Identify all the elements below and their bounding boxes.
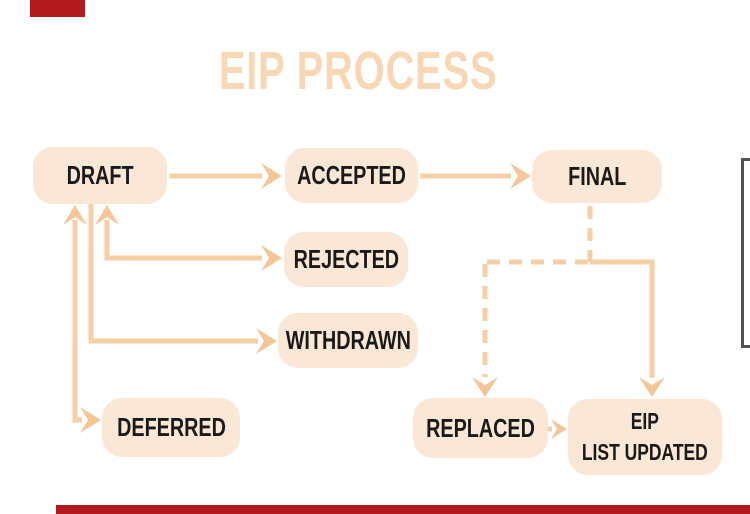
node-final: FINAL bbox=[532, 150, 662, 203]
node-final-label: FINAL bbox=[567, 161, 627, 191]
video-progress-bar[interactable] bbox=[56, 505, 750, 514]
arrowhead-down-into-replaced bbox=[472, 377, 498, 397]
node-accepted: ACCEPTED bbox=[285, 148, 418, 203]
arrowhead-down-into-eiplist bbox=[639, 377, 665, 397]
arrowhead-up-into-draft-from-deferred bbox=[63, 205, 87, 225]
node-deferred-label: DEFERRED bbox=[116, 412, 226, 442]
edge-final-eiplist bbox=[590, 259, 655, 378]
page-title-text: EIP PROCESS bbox=[218, 41, 498, 101]
edge-draft-deferred bbox=[72, 220, 82, 423]
arrowheads bbox=[63, 163, 665, 439]
node-rejected-label: REJECTED bbox=[293, 244, 399, 274]
solid-connector-lines bbox=[72, 173, 655, 432]
clipped-frame-box bbox=[741, 158, 750, 348]
node-withdrawn: WITHDRAWN bbox=[278, 313, 418, 368]
node-draft-label: DRAFT bbox=[66, 160, 134, 190]
page-title: EIP PROCESS bbox=[170, 40, 534, 102]
eip-list-updated-line1: EIP bbox=[630, 407, 660, 434]
node-eip-list-updated-label: EIP LIST UPDATED bbox=[582, 406, 708, 468]
eip-list-updated-line2: LIST UPDATED bbox=[582, 439, 708, 465]
edge-draft-rejected bbox=[104, 220, 262, 261]
arrowhead-into-withdrawn bbox=[256, 328, 277, 354]
arrowhead-into-final bbox=[510, 163, 531, 189]
node-withdrawn-label: WITHDRAWN bbox=[285, 325, 411, 355]
arrowhead-into-accepted bbox=[261, 163, 282, 189]
node-deferred: DEFERRED bbox=[102, 398, 240, 457]
arrowhead-into-eiplist-small bbox=[551, 419, 567, 439]
node-eip-list-updated: EIP LIST UPDATED bbox=[568, 399, 722, 475]
node-replaced-label: REPLACED bbox=[426, 412, 535, 443]
node-rejected: REJECTED bbox=[284, 232, 408, 287]
node-accepted-label: ACCEPTED bbox=[297, 160, 406, 190]
arrowhead-up-into-draft-from-rejected bbox=[95, 205, 119, 225]
arrowhead-into-rejected bbox=[261, 245, 282, 271]
node-draft: DRAFT bbox=[33, 147, 167, 204]
video-player-fragment bbox=[30, 0, 85, 17]
dashed-connector-lines bbox=[482, 206, 593, 377]
arrowhead-into-deferred bbox=[80, 407, 101, 433]
node-replaced: REPLACED bbox=[413, 398, 548, 458]
edge-draft-withdrawn bbox=[88, 204, 258, 344]
